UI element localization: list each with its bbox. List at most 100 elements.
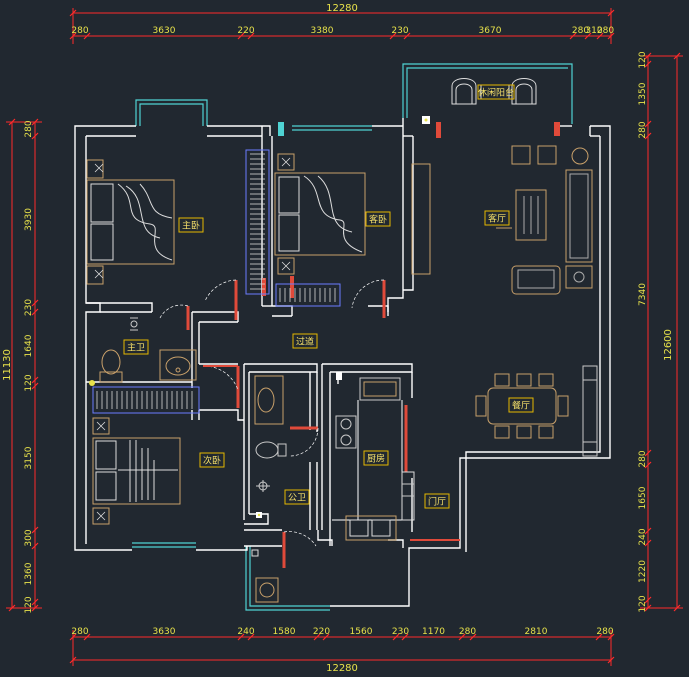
dimension-label: 120 bbox=[24, 374, 34, 391]
room-label-master-bedroom: 主卧 bbox=[178, 217, 204, 233]
dimension-label: 1650 bbox=[638, 486, 648, 509]
dimension-tick bbox=[607, 633, 615, 641]
dimension-label: 220 bbox=[313, 627, 330, 637]
dimension-tick bbox=[69, 9, 77, 17]
dimension-label: 1170 bbox=[422, 627, 445, 637]
dimension-tick bbox=[31, 118, 39, 126]
dimension-tick bbox=[69, 656, 77, 664]
walls bbox=[74, 118, 611, 607]
dimension-label: 280 bbox=[71, 26, 88, 36]
shower-icon bbox=[256, 480, 270, 492]
dimension-tick bbox=[31, 604, 39, 612]
dimension-label: 280 bbox=[638, 121, 648, 138]
dimension-label: 230 bbox=[24, 299, 34, 316]
svg-text:门厅: 门厅 bbox=[428, 496, 446, 508]
room-label-public-bath: 公卫 bbox=[284, 489, 310, 505]
dimension-label: 280 bbox=[24, 120, 34, 137]
dimension-label: 240 bbox=[638, 528, 648, 545]
door-icon bbox=[262, 122, 560, 298]
svg-text:客厅: 客厅 bbox=[488, 213, 506, 225]
room-label-kitchen: 厨房 bbox=[363, 450, 389, 466]
dimension-tick bbox=[401, 633, 409, 641]
dimension-tick bbox=[644, 132, 652, 140]
dimension-tick bbox=[607, 656, 615, 664]
dining-table-icon bbox=[475, 373, 569, 439]
dimension-tick bbox=[247, 633, 255, 641]
dimension-tick bbox=[8, 118, 16, 126]
dimension-label: 280 bbox=[638, 450, 648, 467]
dimension-tick bbox=[403, 32, 411, 40]
dimension-label: 1580 bbox=[273, 627, 296, 637]
outlet-icon bbox=[256, 116, 430, 518]
dimension-label: 230 bbox=[391, 26, 408, 36]
dimension-label: 120 bbox=[24, 596, 34, 613]
dimension-label: 12280 bbox=[326, 663, 358, 673]
svg-text:厨房: 厨房 bbox=[367, 453, 385, 465]
dimension-label: 280 bbox=[572, 26, 589, 36]
dimension-tick bbox=[607, 9, 615, 17]
dimension-label: 230 bbox=[392, 627, 409, 637]
svg-text:公卫: 公卫 bbox=[288, 493, 306, 504]
dimension-tick bbox=[247, 32, 255, 40]
svg-text:休闲阳台: 休闲阳台 bbox=[478, 87, 514, 99]
dimension-tick bbox=[644, 52, 652, 60]
sink-icon bbox=[345, 515, 397, 541]
room-label-dining-room: 餐厅 bbox=[508, 397, 534, 413]
dimension-label: 3630 bbox=[153, 26, 176, 36]
dimension-label: 1640 bbox=[24, 334, 34, 357]
dimension-label: 220 bbox=[237, 26, 254, 36]
dimension-label: 1350 bbox=[638, 82, 648, 105]
counter-icon bbox=[332, 377, 415, 521]
room-labels: 主卧客卧客厅休闲阳台主卫过道餐厅次卧厨房公卫门厅 bbox=[123, 84, 534, 509]
dimension-tick bbox=[31, 598, 39, 606]
room-label-master-bath: 主卫 bbox=[123, 339, 149, 355]
dimension-tick bbox=[644, 60, 652, 68]
washbasin-icon bbox=[159, 349, 197, 381]
outlet-icon bbox=[257, 118, 428, 517]
svg-text:主卧: 主卧 bbox=[182, 220, 200, 232]
dimension-tick bbox=[83, 633, 91, 641]
windows bbox=[132, 63, 573, 611]
dimension-label: 3380 bbox=[311, 26, 334, 36]
dimension-tick bbox=[458, 633, 466, 641]
room-label-leisure-balcony: 休闲阳台 bbox=[477, 84, 515, 100]
dimension-label: 120 bbox=[638, 51, 648, 68]
dimension-label: 280 bbox=[597, 26, 614, 36]
room-label-living-room: 客厅 bbox=[484, 210, 510, 226]
dimension-label: 7340 bbox=[638, 283, 648, 306]
dimension-label: 300 bbox=[24, 529, 34, 546]
dimension-tick bbox=[237, 633, 245, 641]
dimension-tick bbox=[31, 382, 39, 390]
dimension-tick bbox=[644, 539, 652, 547]
dimension-label: 1360 bbox=[24, 562, 34, 585]
svg-text:次卧: 次卧 bbox=[203, 455, 221, 467]
dimension-tick bbox=[31, 299, 39, 307]
window-icon bbox=[278, 122, 284, 136]
washbasin-icon bbox=[251, 549, 279, 603]
dimension-label: 280 bbox=[459, 627, 476, 637]
room-label-corridor: 过道 bbox=[292, 333, 318, 349]
wardrobe-icon bbox=[92, 149, 341, 414]
svg-text:餐厅: 餐厅 bbox=[512, 400, 530, 412]
dimension-label: 12600 bbox=[663, 329, 674, 361]
sofa-icon bbox=[496, 145, 593, 295]
dimension-tick bbox=[644, 449, 652, 457]
toilet-icon bbox=[89, 349, 123, 386]
dimension-tick bbox=[31, 526, 39, 534]
dimension-tick bbox=[595, 633, 603, 641]
dimension-tick bbox=[644, 596, 652, 604]
bed-icon bbox=[86, 159, 175, 285]
dimension-tick bbox=[31, 542, 39, 550]
dimension-tick bbox=[607, 32, 615, 40]
dimension-label: 3930 bbox=[24, 208, 34, 231]
bed-icon bbox=[274, 153, 366, 275]
dimension-label: 3150 bbox=[24, 446, 34, 469]
dimension-label: 11130 bbox=[2, 349, 13, 381]
dimension-label: 120 bbox=[638, 595, 648, 612]
tv-cabinet-icon bbox=[411, 163, 431, 275]
room-label-entrance: 门厅 bbox=[424, 493, 450, 509]
shower-icon bbox=[130, 317, 138, 331]
dimension-tick bbox=[392, 633, 400, 641]
